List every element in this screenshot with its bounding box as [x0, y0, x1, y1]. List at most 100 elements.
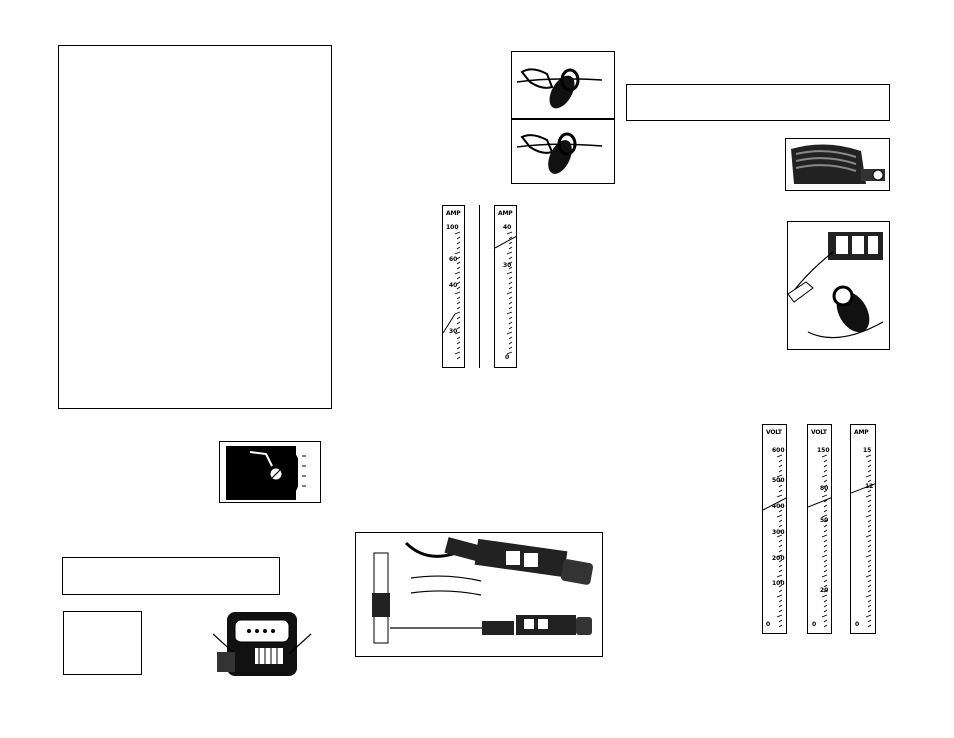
scale-tick-label: 20: [820, 587, 829, 594]
scale-tick: [867, 489, 872, 493]
scale-tick: [454, 251, 461, 255]
scale-tick: [456, 346, 461, 350]
scale-tick: [865, 594, 872, 598]
scale-tick: [823, 539, 828, 543]
scale-tick: [823, 499, 828, 503]
clamp-lead-icon: [512, 68, 614, 174]
scale-tick: [821, 474, 828, 478]
scale-tick: [508, 316, 513, 320]
scale-tick: [823, 579, 828, 583]
zero-adjust-figure: [219, 441, 321, 503]
scale-tick-label: 80: [820, 485, 829, 492]
scale-unit-label: VOLT: [811, 429, 827, 436]
scale-tick: [821, 534, 828, 538]
scale-pointer: [495, 235, 516, 249]
scale-tick: [456, 336, 461, 340]
scale-tick-label: 60: [449, 256, 458, 263]
scale-tick: [778, 579, 783, 583]
scale-tick: [778, 539, 783, 543]
meter-top-icon: [212, 612, 312, 676]
circuit-test-figure: [787, 221, 890, 350]
scale-tick: [508, 301, 513, 305]
scale-tick: [867, 579, 872, 583]
scale-tick: [823, 489, 828, 493]
scale-tick: [778, 509, 783, 513]
scale-tick: [823, 479, 828, 483]
scale-tick: [823, 569, 828, 573]
scale-tick: [778, 489, 783, 493]
scale-tick: [867, 479, 872, 483]
scale-tick: [778, 524, 783, 528]
scale-tick: [776, 554, 783, 558]
scale-tick: [776, 594, 783, 598]
scale-tick: [778, 604, 783, 608]
scale-tick: [778, 599, 783, 603]
scale-tick: [778, 559, 783, 563]
scale-tick: [778, 569, 783, 573]
scale-pointer: [763, 497, 786, 511]
scale-tick: [867, 504, 872, 508]
scale-tick: [867, 619, 872, 623]
scale-tick: [823, 529, 828, 533]
scale-tick: [867, 549, 872, 553]
scale-tick: [865, 534, 872, 538]
scale-tick-label: 40: [503, 224, 512, 231]
scale-tick: [823, 604, 828, 608]
meter-head-figure: [785, 138, 890, 191]
scale-tick: [508, 261, 513, 265]
caption-box-left: [62, 557, 280, 595]
scale-tick-label: 0: [855, 621, 860, 628]
scale-tick: [867, 519, 872, 523]
scale-tick-label: 30: [449, 328, 458, 335]
scale-tick: [821, 574, 828, 578]
scale-tick: [865, 454, 872, 458]
scale-tick: [456, 246, 461, 250]
scale-tick: [778, 529, 783, 533]
scale-tick: [823, 464, 828, 468]
scale-tick: [456, 316, 461, 320]
scale-tick: [456, 266, 461, 270]
scale-tick: [778, 549, 783, 553]
scale-tick: [456, 296, 461, 300]
text-frame-large: [58, 45, 332, 409]
scale-tick: [778, 624, 783, 628]
scale-tick: [821, 614, 828, 618]
scale-tick: [508, 326, 513, 330]
scale-tick: [823, 624, 828, 628]
scale-tick: [776, 474, 783, 478]
scale-tick: [778, 484, 783, 488]
scale-tick: [823, 619, 828, 623]
scale-tick: [508, 266, 513, 270]
scale-tick: [778, 564, 783, 568]
scale-tick: [823, 509, 828, 513]
scale-tick-label: 200: [772, 555, 785, 562]
scale-tick: [823, 559, 828, 563]
scale-tick: [506, 351, 513, 355]
scale-tick: [867, 624, 872, 628]
scale-tick: [456, 356, 461, 360]
scale-tick: [867, 589, 872, 593]
scale-unit-label: AMP: [446, 210, 461, 217]
scale-tick-label: 150: [817, 447, 830, 454]
scale-ticks: [821, 454, 828, 628]
meter-head-icon: [791, 144, 885, 184]
scale-tick: [865, 494, 872, 498]
scale-tick: [821, 554, 828, 558]
scale-tick: [823, 519, 828, 523]
scale-tick: [456, 306, 461, 310]
scale-tick-label: 30: [503, 262, 512, 269]
scale-tick: [776, 514, 783, 518]
scale-tick: [454, 311, 461, 315]
clamp-wire-figure: [511, 51, 615, 184]
scale-ticks: [454, 231, 461, 360]
scale-tick: [456, 281, 461, 285]
scale-tick: [823, 564, 828, 568]
volt-scale-600: VOLT 600 500 400 300 200 100 0: [762, 424, 787, 634]
scale-tick-label: 40: [449, 282, 458, 289]
scale-tick: [456, 321, 461, 325]
scale-tick: [778, 544, 783, 548]
scale-tick: [778, 469, 783, 473]
scale-tick: [508, 336, 513, 340]
scale-tick: [867, 609, 872, 613]
scale-tick: [867, 584, 872, 588]
